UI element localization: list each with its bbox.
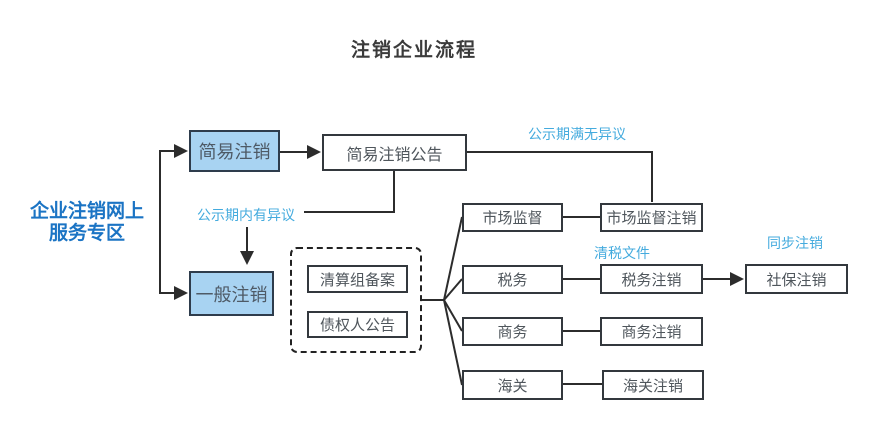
side-title-line2: 服务专区 [48, 223, 125, 244]
node-customs-cancel-label: 海关注销 [622, 377, 683, 395]
liquidation-group-dashed-box [290, 247, 422, 353]
node-tax-label: 税务 [497, 272, 528, 289]
arrowhead-into-simple-notice [307, 145, 321, 159]
edge-fan-customs [443, 299, 463, 386]
node-tax: 税务 [462, 265, 563, 294]
node-tax-cancel-label: 税务注销 [621, 271, 682, 289]
node-customs-cancel: 海关注销 [602, 370, 704, 400]
edge-notice-to-market-cancel [467, 151, 653, 202]
node-market-cancel-label: 市场监督注销 [606, 210, 697, 227]
node-liquidation-filing: 清算组备案 [307, 265, 408, 293]
node-market-supervision-cancel: 市场监督注销 [600, 203, 703, 232]
arrowhead-into-simple [174, 144, 188, 158]
node-creditor-label: 债权人公告 [319, 317, 395, 334]
node-tax-cancel: 税务注销 [600, 264, 703, 294]
node-creditor-notice: 债权人公告 [307, 311, 408, 338]
node-market-supervision: 市场监督 [462, 203, 563, 232]
node-market-label: 市场监督 [482, 210, 543, 227]
node-simple-deregistration: 简易注销 [189, 130, 280, 172]
node-simple-label: 简易注销 [198, 142, 271, 162]
side-title: 企业注销网上 服务专区 [22, 201, 152, 245]
edge-label-objection: 公示期内有异议 [197, 207, 295, 223]
node-social-label: 社保注销 [766, 271, 827, 289]
edge-fan-tax [443, 278, 463, 301]
edge-fan-commerce [443, 299, 463, 332]
node-customs: 海关 [462, 370, 563, 400]
node-social-security-cancel: 社保注销 [745, 264, 848, 294]
edge-label-no-objection: 公示期满无异议 [528, 126, 626, 142]
arrowhead-into-general-top [240, 251, 254, 265]
arrowhead-into-social [730, 272, 744, 286]
node-commerce-label: 商务 [497, 324, 528, 341]
node-commerce-cancel-label: 商务注销 [621, 324, 682, 341]
node-general-deregistration: 一般注销 [189, 271, 274, 316]
node-customs-label: 海关 [497, 377, 528, 395]
node-commerce: 商务 [462, 317, 563, 346]
edge-notice-objection [304, 171, 395, 213]
node-simple-notice-label: 简易注销公告 [346, 146, 443, 164]
side-title-line1: 企业注销网上 [29, 201, 144, 222]
node-general-label: 一般注销 [195, 284, 268, 305]
edge-fan-market [443, 216, 463, 301]
node-commerce-cancel: 商务注销 [600, 317, 703, 346]
edge-label-tax-clearance: 清税文件 [594, 245, 650, 261]
node-liquidation-label: 清算组备案 [319, 271, 395, 289]
edge-label-sync-cancel: 同步注销 [767, 235, 823, 251]
arrowhead-into-general [174, 286, 188, 300]
edge-trunk [159, 150, 176, 294]
page-title: 注销企业流程 [351, 40, 478, 61]
node-simple-notice: 简易注销公告 [322, 134, 467, 171]
